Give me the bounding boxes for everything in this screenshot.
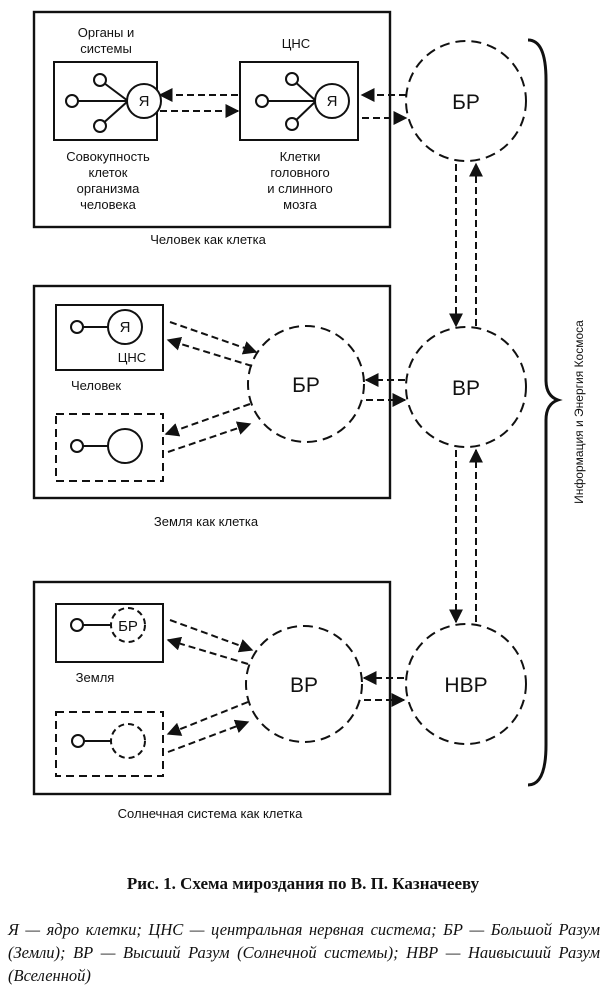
earth-block-frame	[32, 284, 392, 500]
cns-nucleus-glyph	[255, 72, 350, 131]
organs-label-line1: Органы и	[78, 25, 134, 40]
cells-total-line1: Совокупность	[66, 149, 150, 164]
earth-block-arrows	[164, 321, 258, 453]
solar-block-frame	[32, 580, 392, 796]
solar-dashed-cell-glyph	[71, 723, 146, 759]
human-as-cell-block: Органы и системы ЦНС Я Я	[32, 10, 392, 247]
solar-vr-label: ВР	[290, 674, 318, 697]
chain-vr-label: ВР	[452, 377, 480, 400]
earth-br-circle	[247, 325, 365, 443]
earth-block-caption: Земля как клетка	[154, 514, 259, 529]
earth-br-label: БР	[292, 374, 320, 397]
solar-dashed-cell	[55, 711, 164, 777]
figure-legend: Я — ядро клетки; ЦНС — центральная нервн…	[8, 920, 600, 985]
solar-block-caption: Солнечная система как клетка	[118, 806, 303, 821]
brain-cells-line2: головного	[270, 165, 329, 180]
solar-block-arrows	[166, 619, 254, 753]
brain-cells-line3: и слинного	[267, 181, 333, 196]
earth-label: Земля	[76, 670, 115, 685]
cosmos-brace	[527, 38, 563, 787]
human-cell-cns-label: ЦНС	[118, 350, 146, 365]
cns-label: ЦНС	[282, 36, 310, 51]
dashed-cell	[55, 413, 164, 482]
figure-caption: Рис. 1. Схема мироздания по В. П. Казнач…	[126, 874, 480, 893]
human-label: Человек	[71, 378, 121, 393]
human-cell	[55, 304, 164, 371]
cells-total-line2: клеток	[89, 165, 128, 180]
chain-br-label: БР	[452, 91, 480, 114]
brain-cells-line1: Клетки	[280, 149, 321, 164]
earth-as-cell-block: Я ЦНС Человек БР Земля как клетка	[32, 284, 392, 529]
cns-nucleus-label: Я	[327, 93, 338, 110]
cns-cell	[239, 61, 359, 141]
mind-chain: БР ВР НВР	[360, 40, 527, 745]
chain-nvr-label: НВР	[444, 674, 487, 697]
human-cell-nucleus-label: Я	[120, 319, 131, 336]
cells-total-line4: человека	[80, 197, 136, 212]
chain-arrows	[360, 88, 483, 707]
human-cell-glyph	[70, 309, 143, 345]
organs-nucleus-glyph	[65, 73, 162, 133]
chain-vr-circle	[405, 326, 527, 448]
cells-total-line3: организма	[77, 181, 140, 196]
brain-cells-line4: мозга	[283, 197, 317, 212]
organs-cns-arrows	[158, 88, 240, 118]
chain-nvr-circle	[405, 623, 527, 745]
earth-cell	[55, 603, 164, 663]
organs-nucleus-label: Я	[139, 93, 150, 110]
dashed-cell-glyph	[70, 428, 143, 464]
human-block-caption: Человек как клетка	[150, 232, 266, 247]
organs-label-line2: системы	[80, 41, 132, 56]
cosmos-structure-diagram: Органы и системы ЦНС Я Я	[32, 10, 586, 821]
chain-br-circle	[405, 40, 527, 162]
human-block-frame	[32, 10, 392, 229]
solar-as-cell-block: БР Земля ВР Солнечная система как клетка	[32, 580, 392, 821]
solar-vr-circle	[245, 625, 363, 743]
cosmos-side-label: Информация и Энергия Космоса	[572, 320, 586, 504]
earth-cell-br-label: БР	[118, 618, 138, 635]
earth-cell-glyph	[70, 607, 146, 643]
